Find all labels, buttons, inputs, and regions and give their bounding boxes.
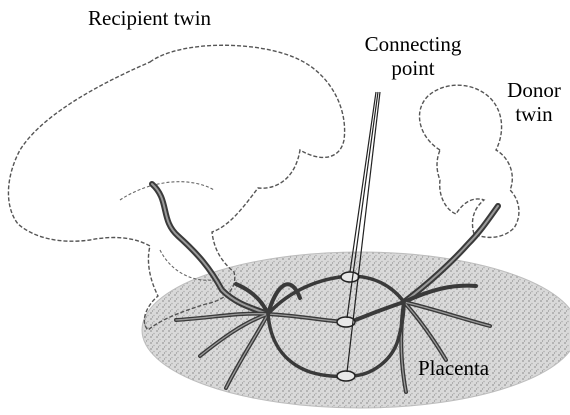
donor-twin-label: Donor twin (496, 78, 570, 126)
recipient-twin-text: Recipient twin (88, 6, 211, 30)
connecting-point-line2: point (348, 56, 478, 80)
connecting-point-label: Connecting point (348, 32, 478, 80)
placenta-label: Placenta (418, 356, 489, 380)
placenta-text: Placenta (418, 356, 489, 380)
recipient-twin-arm (120, 182, 214, 200)
connecting-point-3 (337, 371, 355, 381)
connecting-point-1 (341, 272, 359, 282)
connecting-point-line1: Connecting (348, 32, 478, 56)
recipient-twin-label: Recipient twin (88, 6, 211, 30)
donor-twin-line2: twin (496, 102, 570, 126)
donor-twin-line1: Donor (496, 78, 570, 102)
